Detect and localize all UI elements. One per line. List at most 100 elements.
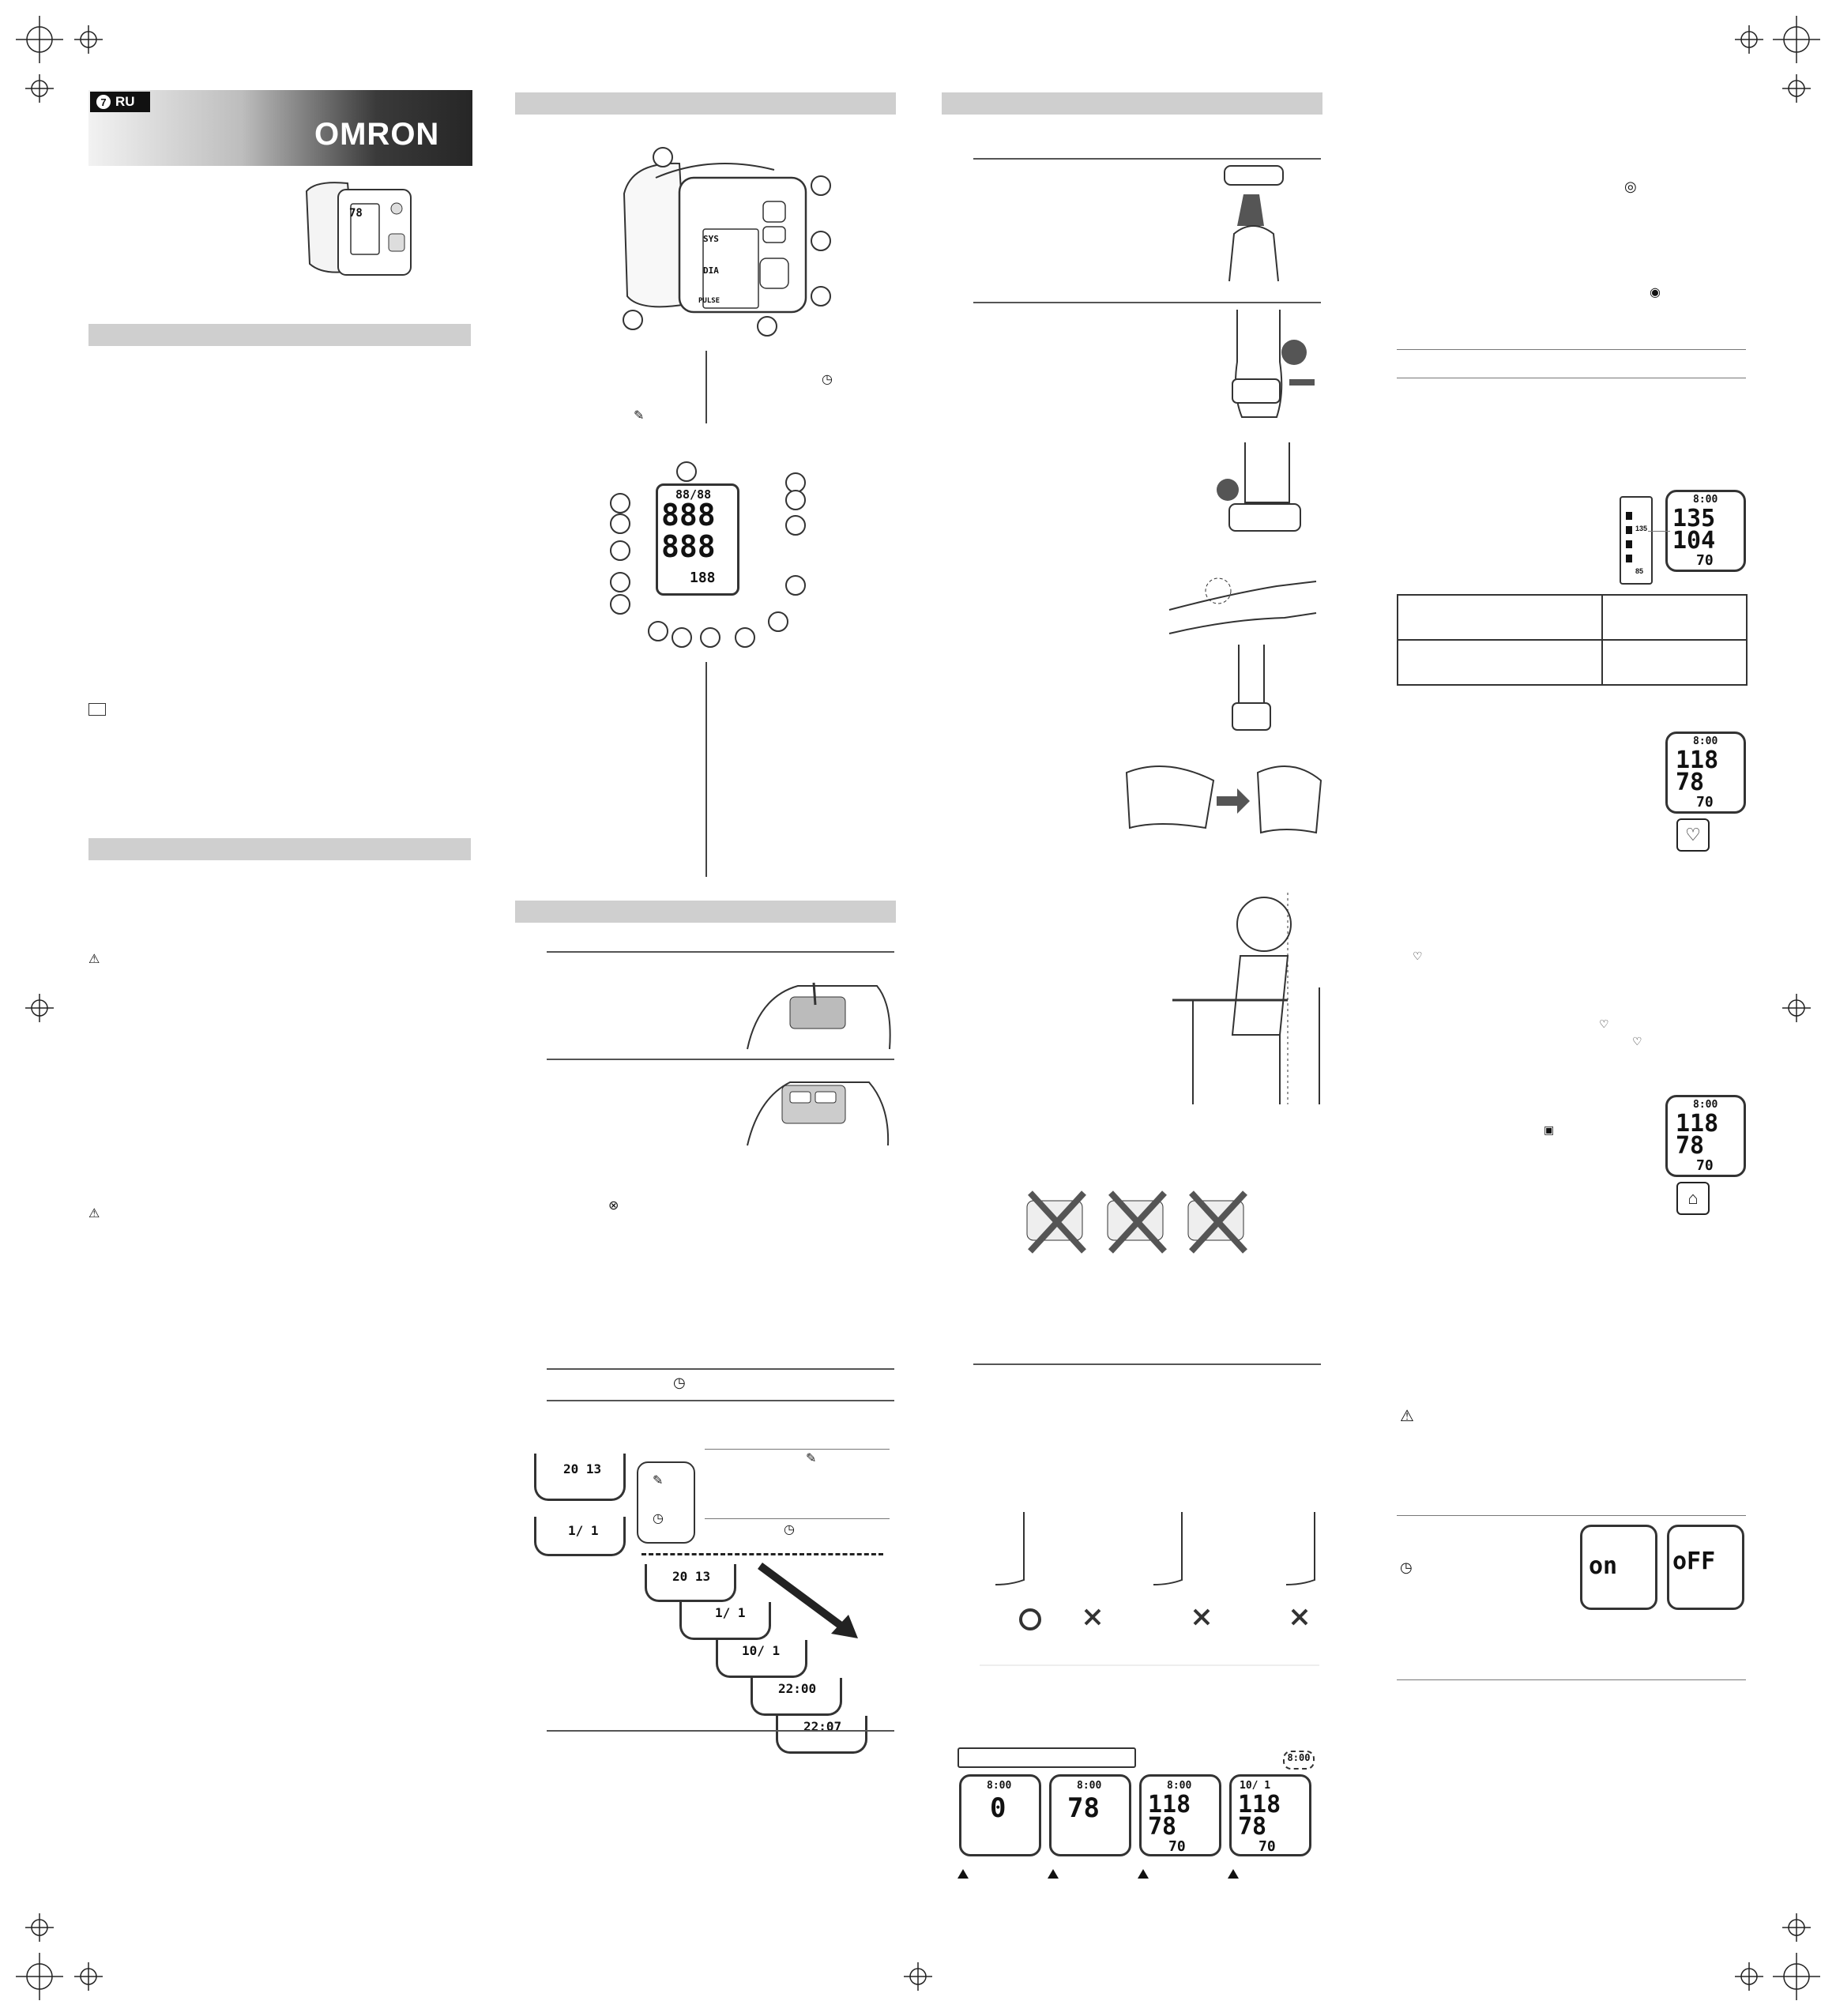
irr-time: 8:00 (1693, 735, 1718, 747)
mov-time: 8:00 (1693, 1099, 1718, 1111)
device-parts-diagram (623, 162, 807, 314)
section-bar-2 (88, 838, 471, 860)
seq-marker-1 (958, 1869, 969, 1879)
callout-1 (653, 147, 673, 167)
wrist-cuff-front (1232, 645, 1271, 731)
battery-low-icon: ⊗ (608, 1199, 619, 1213)
level-seg-4 (1626, 555, 1632, 562)
rule-battery-2 (547, 1059, 894, 1060)
section-bar-1 (88, 324, 471, 346)
header-banner (88, 90, 472, 166)
seq3-dia: 78 (1148, 1813, 1177, 1841)
seated-posture-illustration (1172, 893, 1320, 1104)
lcd-callout-8 (610, 513, 630, 534)
seq-marker-3 (1138, 1869, 1149, 1879)
seq-display-1: 8:00 0 (959, 1774, 1041, 1856)
clock-icon: ◷ (822, 373, 833, 386)
ex135-sys: 135 (1672, 505, 1716, 532)
memo-icon: ✎ (634, 409, 645, 423)
date-monthday-value: 1/ 1 (568, 1523, 599, 1538)
seq-marker-4 (1228, 1869, 1239, 1879)
date-setting-year: 20 13 (534, 1454, 626, 1501)
ex135-dia: 104 (1672, 527, 1716, 555)
level-seg-1 (1626, 512, 1632, 520)
cascade-monthday: 1/ 1 (679, 1602, 771, 1640)
lcd-callout-6 (768, 611, 788, 632)
cascade-arrow (758, 1562, 858, 1638)
seq-display-2: 8:00 78 (1049, 1774, 1131, 1856)
irr-sys: 118 (1676, 747, 1719, 774)
table-cell-2-1 (1397, 639, 1603, 686)
lcd-pulse-digits: 188 (690, 570, 716, 586)
lcd-dia-digits: 888 (661, 529, 716, 564)
cascade-year: 20 13 (645, 1564, 736, 1602)
irregular-heartbeat-icon: ♡ (1676, 818, 1710, 852)
irregular-heartbeat-display: 8:00 118 78 70 (1665, 732, 1746, 814)
date-year-value: 20 13 (563, 1461, 602, 1476)
seq1-sys: 0 (990, 1792, 1006, 1824)
cascade-monthday-value: 1/ 1 (715, 1605, 746, 1620)
lcd-callout-14 (700, 627, 720, 648)
lcd-sys-digits: 888 (661, 498, 716, 532)
callout-3 (811, 231, 831, 251)
rule-col4-1 (1397, 349, 1746, 350)
seq-display-3: 8:00 118 78 70 (1139, 1774, 1221, 1856)
level-mark-85: 85 (1635, 567, 1644, 575)
lcd-callout-3 (785, 490, 806, 510)
heartbeat-icon-small: ♡ (1413, 950, 1423, 962)
movement-error-display: 8:00 118 78 70 (1665, 1095, 1746, 1177)
lcd-callout-10 (610, 572, 630, 592)
battery-cover-illustration (747, 982, 891, 1050)
clock-icon-col4: ◷ (1400, 1559, 1413, 1575)
seq2-time: 8:00 (1077, 1780, 1102, 1792)
irr-dia: 78 (1676, 769, 1705, 796)
evaluation-table (1397, 594, 1748, 686)
seq4-date: 10/ 1 (1240, 1780, 1271, 1792)
clock-button[interactable]: ◷ (653, 1512, 664, 1525)
device-cover-illustration (305, 182, 412, 276)
lcd-callout-13 (672, 627, 692, 648)
callout-4 (811, 286, 831, 307)
irr-pulse: 70 (1696, 794, 1714, 811)
wrist-cuff-illustration-1 (1232, 310, 1315, 418)
example-135-display: 8:00 135 104 70 (1665, 490, 1746, 572)
battery-insert-illustration (747, 1081, 890, 1146)
section-bar-col2-mid (515, 901, 896, 923)
seq3-sys: 118 (1148, 1791, 1191, 1819)
movement-icon-small: ▣ (1544, 1123, 1555, 1136)
callout-2 (811, 175, 831, 196)
warning-icon-col4: ⚠ (1400, 1408, 1414, 1425)
rule-battery-1 (547, 951, 894, 953)
mov-dia: 78 (1676, 1132, 1705, 1160)
lcd-callout-12 (648, 621, 668, 641)
lcd-callout-7 (610, 493, 630, 513)
section-bar-col3-top (942, 92, 1322, 115)
lcd-callout-4 (785, 515, 806, 536)
language-tag: 7 RU (90, 92, 150, 112)
posture-icon: ◉ (1650, 286, 1661, 299)
seq1-time: 8:00 (987, 1780, 1012, 1792)
manual-icon (88, 703, 106, 716)
seq4-pulse: 70 (1258, 1838, 1276, 1855)
lcd-parts-diagram: 88/88 888 888 188 (656, 483, 739, 596)
heartbeat-icon-small-3: ♡ (1632, 1035, 1642, 1047)
memo-icon-2: ✎ (806, 1452, 817, 1465)
brand-logo: OMRON (314, 117, 440, 152)
callout-6 (623, 310, 643, 330)
seq-marker-2 (1048, 1869, 1059, 1879)
ex135-time: 8:00 (1693, 494, 1718, 506)
rule-col2-bottom (547, 1730, 894, 1732)
table-cell-1-1 (1397, 594, 1603, 641)
seq-display-4: 10/ 1 118 78 70 (1229, 1774, 1311, 1856)
language-number: 7 (96, 95, 111, 109)
divider-v1 (705, 351, 707, 423)
device-label-sys: SYS (703, 234, 719, 244)
lcd-callout-5 (785, 575, 806, 596)
device-label-dia: DIA (703, 265, 719, 276)
lcd-callout-1 (676, 461, 697, 482)
memory-button[interactable]: ✎ (653, 1474, 664, 1488)
rule-clock-1 (547, 1368, 894, 1370)
lcd-callout-2 (785, 472, 806, 493)
lcd-callout-9 (610, 540, 630, 561)
level-seg-3 (1626, 540, 1632, 548)
